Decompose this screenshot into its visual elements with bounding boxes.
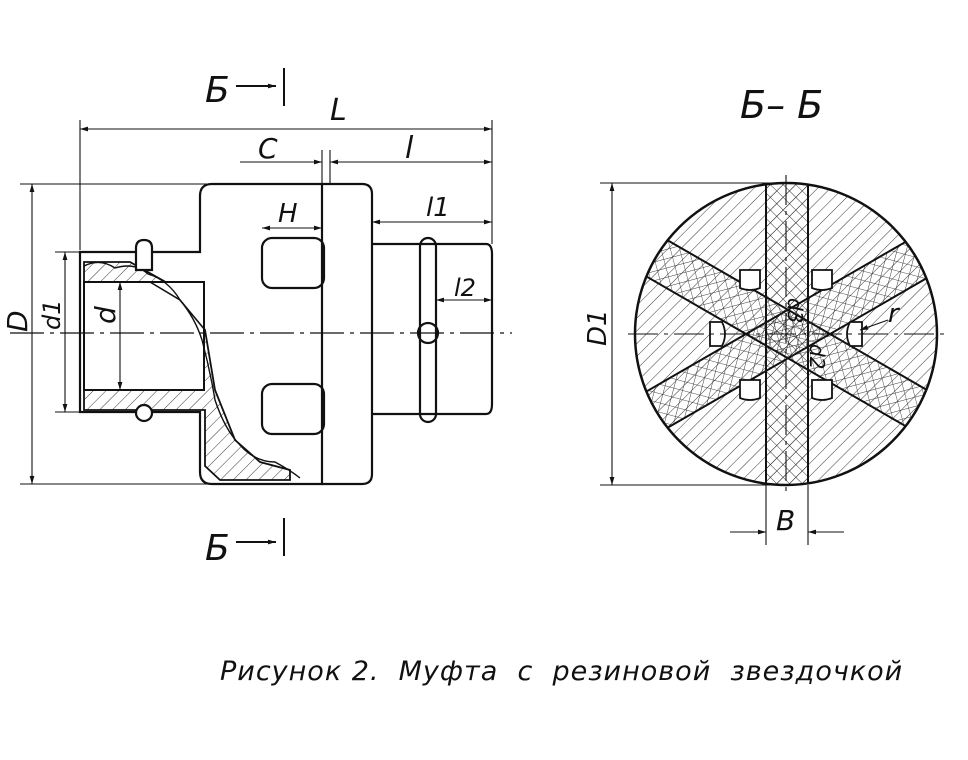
section-view — [628, 175, 944, 494]
section-title: Б– Б — [740, 83, 823, 127]
dim-r: r — [888, 299, 901, 329]
dim-d2: d2 — [805, 344, 829, 369]
section-mark-top: Б — [205, 70, 230, 111]
figure-caption: Рисунок 2. Муфта с резиновой звездочкой — [220, 656, 904, 687]
dim-l: l — [405, 131, 414, 166]
break-line — [83, 261, 301, 479]
bore — [83, 281, 205, 391]
ring-groove — [418, 236, 438, 424]
coupling-side-view — [10, 182, 512, 486]
dim-D: D — [1, 310, 34, 332]
pocket-upper — [260, 236, 326, 290]
dim-C: C — [258, 132, 278, 165]
right-hub-outline — [372, 242, 494, 416]
section-mark-bottom: Б — [205, 528, 230, 569]
center-flange — [322, 182, 374, 486]
section-marks — [236, 68, 285, 556]
dim-l2: l2 — [454, 274, 476, 302]
pin-bottom — [134, 403, 154, 423]
section-dimensions — [600, 182, 889, 545]
dim-D1: D1 — [583, 309, 613, 346]
dim-B: B — [776, 504, 795, 537]
dim-L: L — [330, 93, 347, 128]
dim-d: d — [89, 306, 122, 324]
dim-H: H — [278, 199, 298, 229]
left-dimensions — [20, 120, 493, 485]
dim-l1: l1 — [426, 193, 450, 223]
dim-d1: d1 — [38, 299, 66, 330]
pocket-lower — [260, 382, 326, 436]
dim-d3: d3 — [783, 298, 807, 323]
pin-top — [134, 238, 154, 272]
